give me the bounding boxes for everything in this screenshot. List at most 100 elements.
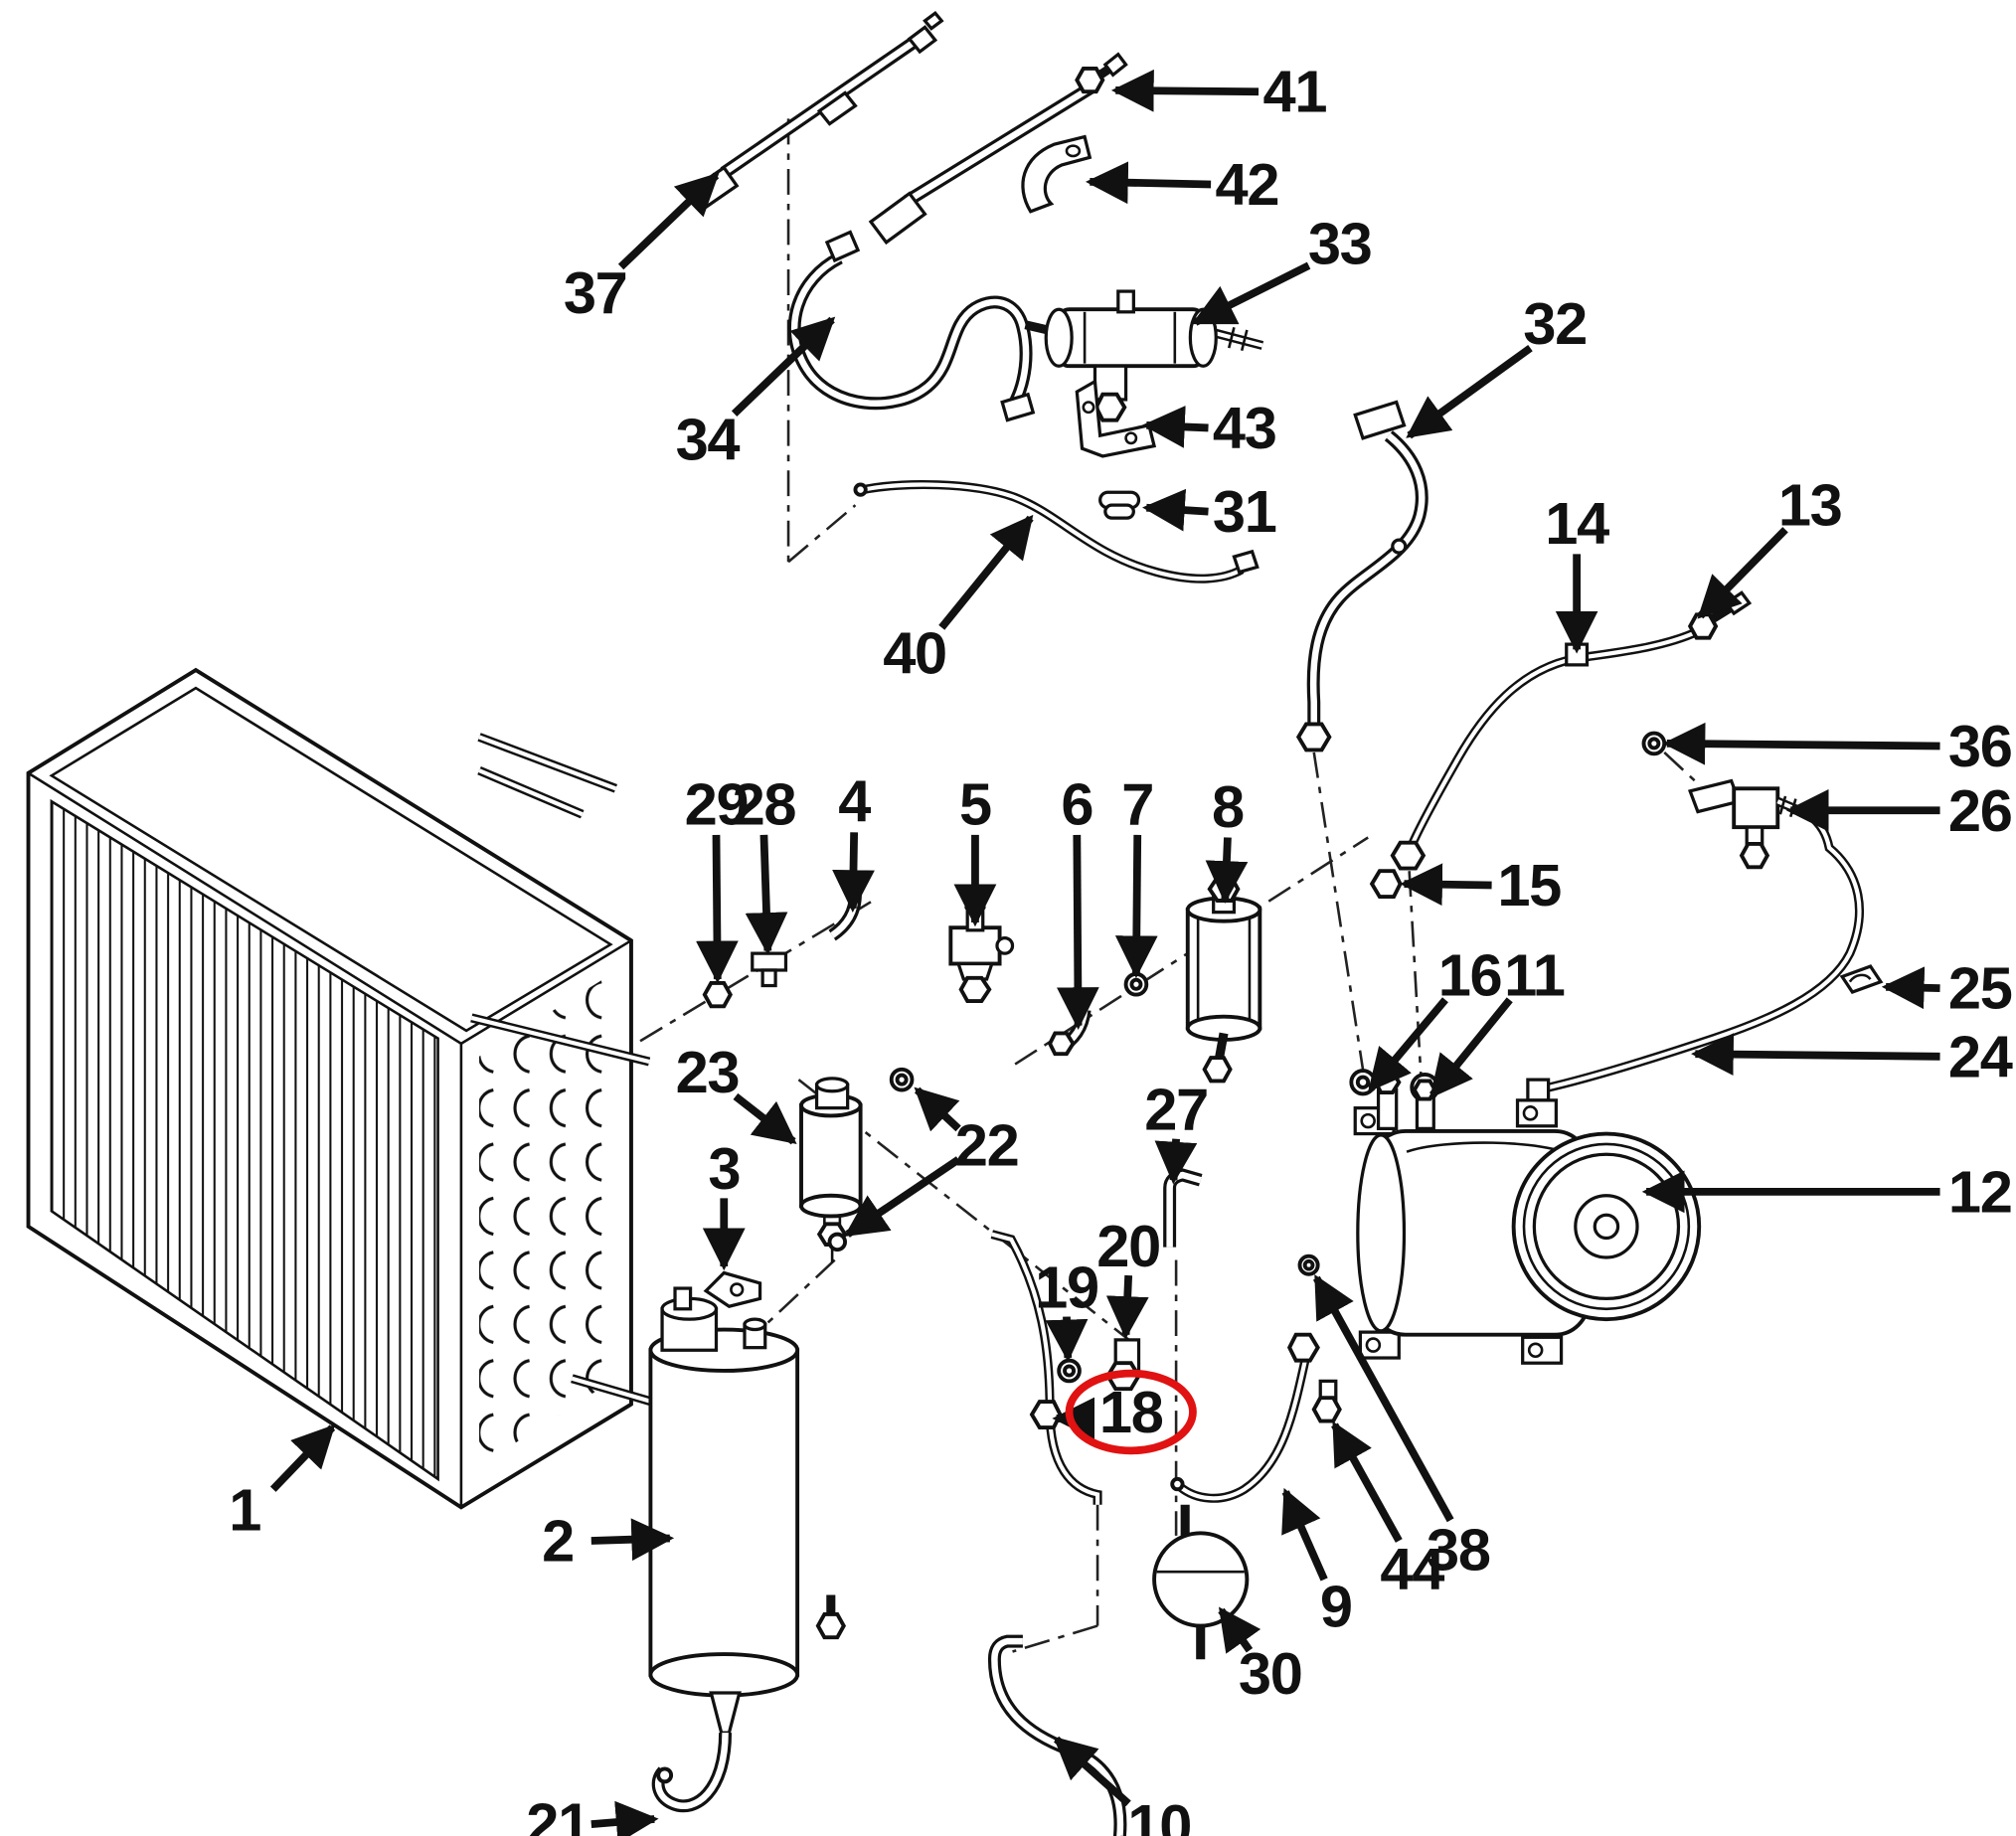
callout-2: 2 [542,1508,675,1575]
part-25-clip [1839,964,1884,994]
callout-30: 30 [1218,1606,1303,1707]
callout-arrow [1428,997,1513,1099]
part-29-nut [702,980,733,1009]
callout-arrow [1142,406,1209,448]
callout-23: 23 [676,1039,797,1145]
callout-label: 20 [1096,1213,1160,1279]
callout-25: 25 [1881,955,2013,1022]
callout-8: 8 [1205,773,1249,904]
callout-arrow [1205,837,1249,904]
callout-31: 31 [1142,478,1277,545]
callout-arrow [1331,1420,1403,1543]
callout-11: 11 [1428,942,1566,1099]
callout-38: 38 [1312,1273,1491,1584]
part-10-hose [987,1634,1127,1836]
callout-arrow [914,1086,961,1132]
callout-19: 19 [1035,1253,1099,1363]
part-41-hose [868,52,1128,246]
callout-arrow [1110,69,1260,112]
callout-label: 38 [1427,1517,1490,1584]
callout-label: 28 [733,770,796,837]
part-21-drain-hose [651,1594,847,1813]
callout-label: 32 [1523,290,1587,357]
callout-21: 21 [526,1791,659,1836]
callout-arrow [1218,1606,1261,1654]
callout-10: 10 [1053,1736,1192,1836]
part-38-oring [1297,1253,1320,1276]
highlight-circle [1065,1369,1197,1455]
callout-label: 25 [1948,955,2012,1022]
callout-label: 30 [1239,1640,1302,1707]
callout-label: 16 [1438,942,1502,1009]
callout-label: 8 [1212,773,1244,840]
callout-label: 4 [838,768,871,835]
part-33-valve-assembly [1024,289,1264,422]
callout-arrow [832,832,875,914]
part-8-muffler [1185,875,1262,1084]
callout-9: 9 [1281,1487,1353,1640]
part-26-valve [1687,778,1811,870]
callout-label: 6 [1061,770,1092,837]
part-9-pipe [1170,1332,1320,1503]
callout-arrow [590,1518,675,1562]
callout-label: 36 [1948,713,2012,779]
callout-arrow [745,834,788,955]
callout-label: 5 [959,770,991,837]
part-24-pipe [1526,810,1864,1102]
callout-label: 37 [564,259,627,326]
callout-42: 42 [1086,151,1280,218]
callout-14: 14 [1545,490,1610,654]
callout-arrow [1105,1274,1149,1339]
callout-label: 1 [229,1476,260,1543]
callout-label: 13 [1778,472,1842,539]
callout-arrow [1881,966,1940,1010]
callout-label: 27 [1144,1076,1208,1142]
callout-arrow [696,834,739,984]
callout-arrow [1312,1273,1454,1523]
callout-arrow [1045,1316,1089,1363]
part-42-bracket [1021,134,1092,214]
callout-40: 40 [883,514,1034,687]
callout-label: 24 [1948,1023,2013,1089]
callout-32: 32 [1406,290,1588,439]
part-7-oring [1123,971,1149,997]
callout-37: 37 [564,172,720,326]
callout-43: 43 [1142,395,1277,461]
callout-arrow [269,1423,336,1492]
part-28-tee-fitting [751,951,788,988]
callout-18: 18 [1052,1369,1197,1455]
callout-label: 10 [1127,1792,1191,1836]
callout-1: 1 [229,1423,336,1543]
part-1-condenser [26,667,653,1510]
callout-label: 42 [1216,151,1279,218]
callout-arrow [1114,834,1158,979]
callout-label: 21 [526,1791,589,1836]
callout-label: 41 [1262,59,1326,125]
callout-label: 11 [1504,942,1565,1009]
callout-arrow [1400,863,1492,907]
part-30-actuator [1152,1504,1250,1660]
callout-label: 23 [676,1039,740,1105]
callout-label: 31 [1213,478,1276,545]
callout-44: 44 [1331,1420,1446,1602]
callout-arrow [731,316,836,417]
callout-3: 3 [702,1135,746,1271]
part-36-oring [1641,731,1667,756]
callout-16: 16 [1367,942,1503,1092]
callout-arrow [1662,722,1940,765]
callout-26: 26 [1785,777,2013,844]
callout-24: 24 [1691,1023,2014,1089]
callout-arrow [617,172,720,270]
part-27-tube [1163,1168,1203,1248]
callout-arrow [1056,834,1099,1030]
callout-29: 29 [685,770,750,984]
callout-label: 9 [1320,1574,1352,1640]
callout-label: 22 [955,1112,1019,1179]
callout-33: 33 [1191,211,1373,326]
callout-label: 14 [1545,490,1609,557]
callout-arrow [1367,997,1448,1092]
callout-label: 43 [1213,395,1276,461]
